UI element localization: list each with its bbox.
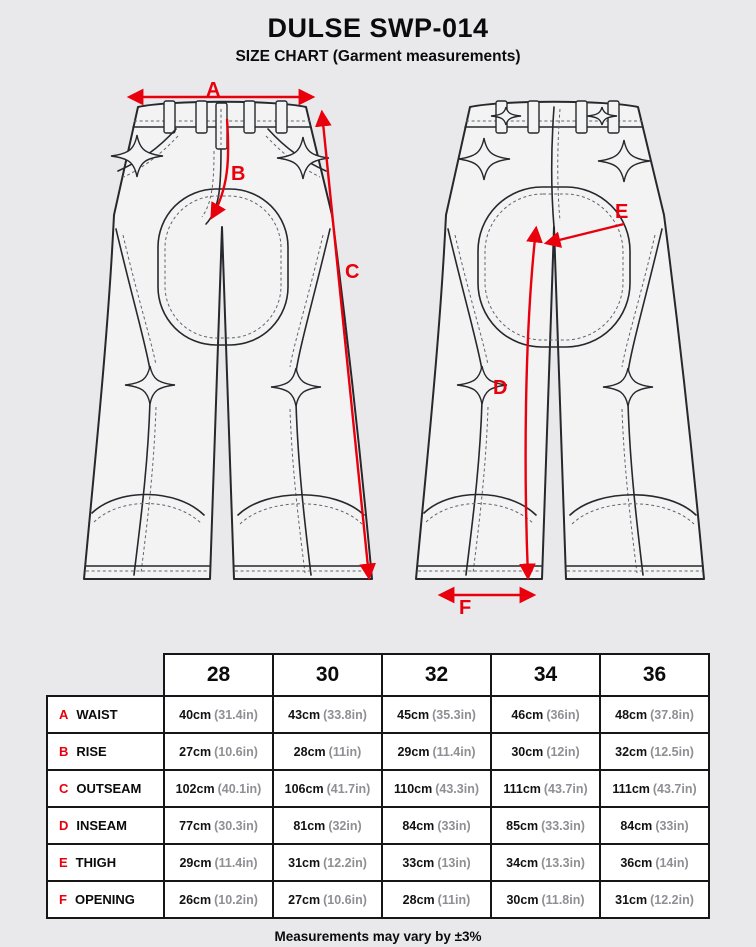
measure-label-c: C [345,261,360,283]
size-cell: 81cm(32in) [272,806,383,845]
measure-line-inseam-D [519,225,543,581]
row-label: D INSEAM [46,806,165,845]
size-cell: 111cm(43.7in) [599,769,710,808]
size-cell: 30cm(11.8in) [490,880,601,919]
size-cell: 45cm(35.3in) [381,695,492,734]
row-label: F OPENING [46,880,165,919]
measure-letter: E [59,855,68,870]
size-cell: 30cm(12in) [490,732,601,771]
measure-label-a: A [206,79,221,101]
measure-name: THIGH [75,855,117,870]
size-cell: 43cm(33.8in) [272,695,383,734]
back-rise-seam [550,106,561,228]
measure-name: OPENING [74,892,135,907]
pants-front-view [83,100,373,580]
measure-letter: D [59,818,69,833]
size-cell: 28cm(11in) [381,880,492,919]
size-cell: 31cm(12.2in) [599,880,710,919]
size-cell: 32cm(12.5in) [599,732,710,771]
measurement-lines [126,88,625,604]
size-cell: 26cm(10.2in) [163,880,274,919]
table-row-outseam: C OUTSEAM 102cm(40.1in) 106cm(41.7in) 110… [46,769,710,808]
size-cell: 31cm(12.2in) [272,843,383,882]
measure-line-rise-B [210,118,230,220]
size-cell: 111cm(43.7in) [490,769,601,808]
size-cell: 27cm(10.6in) [272,880,383,919]
page-title: DULSE SWP-014 [267,13,489,43]
table-row-thigh: E THIGH 29cm(11.4in) 31cm(12.2in) 33cm(13… [46,843,710,882]
measure-name: INSEAM [76,818,127,833]
measure-name: WAIST [76,707,118,722]
back-outline [415,100,705,580]
front-fly-zipper [201,102,228,225]
pants-back-view [415,100,705,580]
front-belt-loops [163,100,288,134]
measure-name: OUTSEAM [76,781,142,796]
size-cell: 28cm(11in) [272,732,383,771]
tolerance-note: Measurements may vary by ±3% [274,929,482,944]
row-label: E THIGH [46,843,165,882]
table-corner [47,654,164,696]
table-row-waist: A WAIST 40cm(31.4in) 43cm(33.8in) 45cm(35… [46,695,710,734]
row-label: C OUTSEAM [46,769,165,808]
size-cell: 77cm(30.3in) [163,806,274,845]
row-label: A WAIST [46,695,165,734]
size-column-header: 34 [490,653,601,697]
size-cell: 84cm(33in) [599,806,710,845]
size-cell: 40cm(31.4in) [163,695,274,734]
measure-label-f: F [459,597,472,619]
size-column-header: 30 [272,653,383,697]
size-cell: 34cm(13.3in) [490,843,601,882]
size-chart-table: 28 30 32 34 36 A WAIST 40cm(31.4in) 43cm(… [46,653,710,919]
measure-letter: F [59,892,67,907]
measure-line-thigh-E [543,222,625,248]
measure-name: RISE [76,744,107,759]
size-header-row: 28 30 32 34 36 [47,653,710,697]
page-subtitle: SIZE CHART (Garment measurements) [235,48,521,65]
size-column-header: 32 [381,653,492,697]
back-seat-panel [477,186,631,348]
size-cell: 46cm(36in) [490,695,601,734]
garment-diagram: A B C D E F [0,77,756,647]
size-cell: 110cm(43.3in) [381,769,492,808]
pants-technical-drawing [83,88,705,604]
measure-label-e: E [615,201,629,223]
table-row-opening: F OPENING 26cm(10.2in) 27cm(10.6in) 28cm(… [46,880,710,919]
size-cell: 102cm(40.1in) [163,769,274,808]
size-cell: 27cm(10.6in) [163,732,274,771]
size-cell: 48cm(37.8in) [599,695,710,734]
measure-letter: B [59,744,69,759]
size-cell: 29cm(11.4in) [381,732,492,771]
size-cell: 36cm(14in) [599,843,710,882]
size-column-header: 36 [599,653,710,697]
size-cell: 84cm(33in) [381,806,492,845]
size-column-header: 28 [163,653,274,697]
size-cell: 33cm(13in) [381,843,492,882]
size-cell: 106cm(41.7in) [272,769,383,808]
header: DULSE SWP-014 SIZE CHART (Garment measur… [0,0,756,77]
measure-letter: C [59,781,69,796]
measure-label-b: B [231,163,246,185]
measure-line-outseam-C [314,109,377,581]
measure-letter: A [59,707,69,722]
measure-label-d: D [493,377,508,399]
table-row-rise: B RISE 27cm(10.6in) 28cm(11in) 29cm(11.4i… [46,732,710,771]
row-label: B RISE [46,732,165,771]
table-row-inseam: D INSEAM 77cm(30.3in) 81cm(32in) 84cm(33i… [46,806,710,845]
size-cell: 85cm(33.3in) [490,806,601,845]
size-cell: 29cm(11.4in) [163,843,274,882]
